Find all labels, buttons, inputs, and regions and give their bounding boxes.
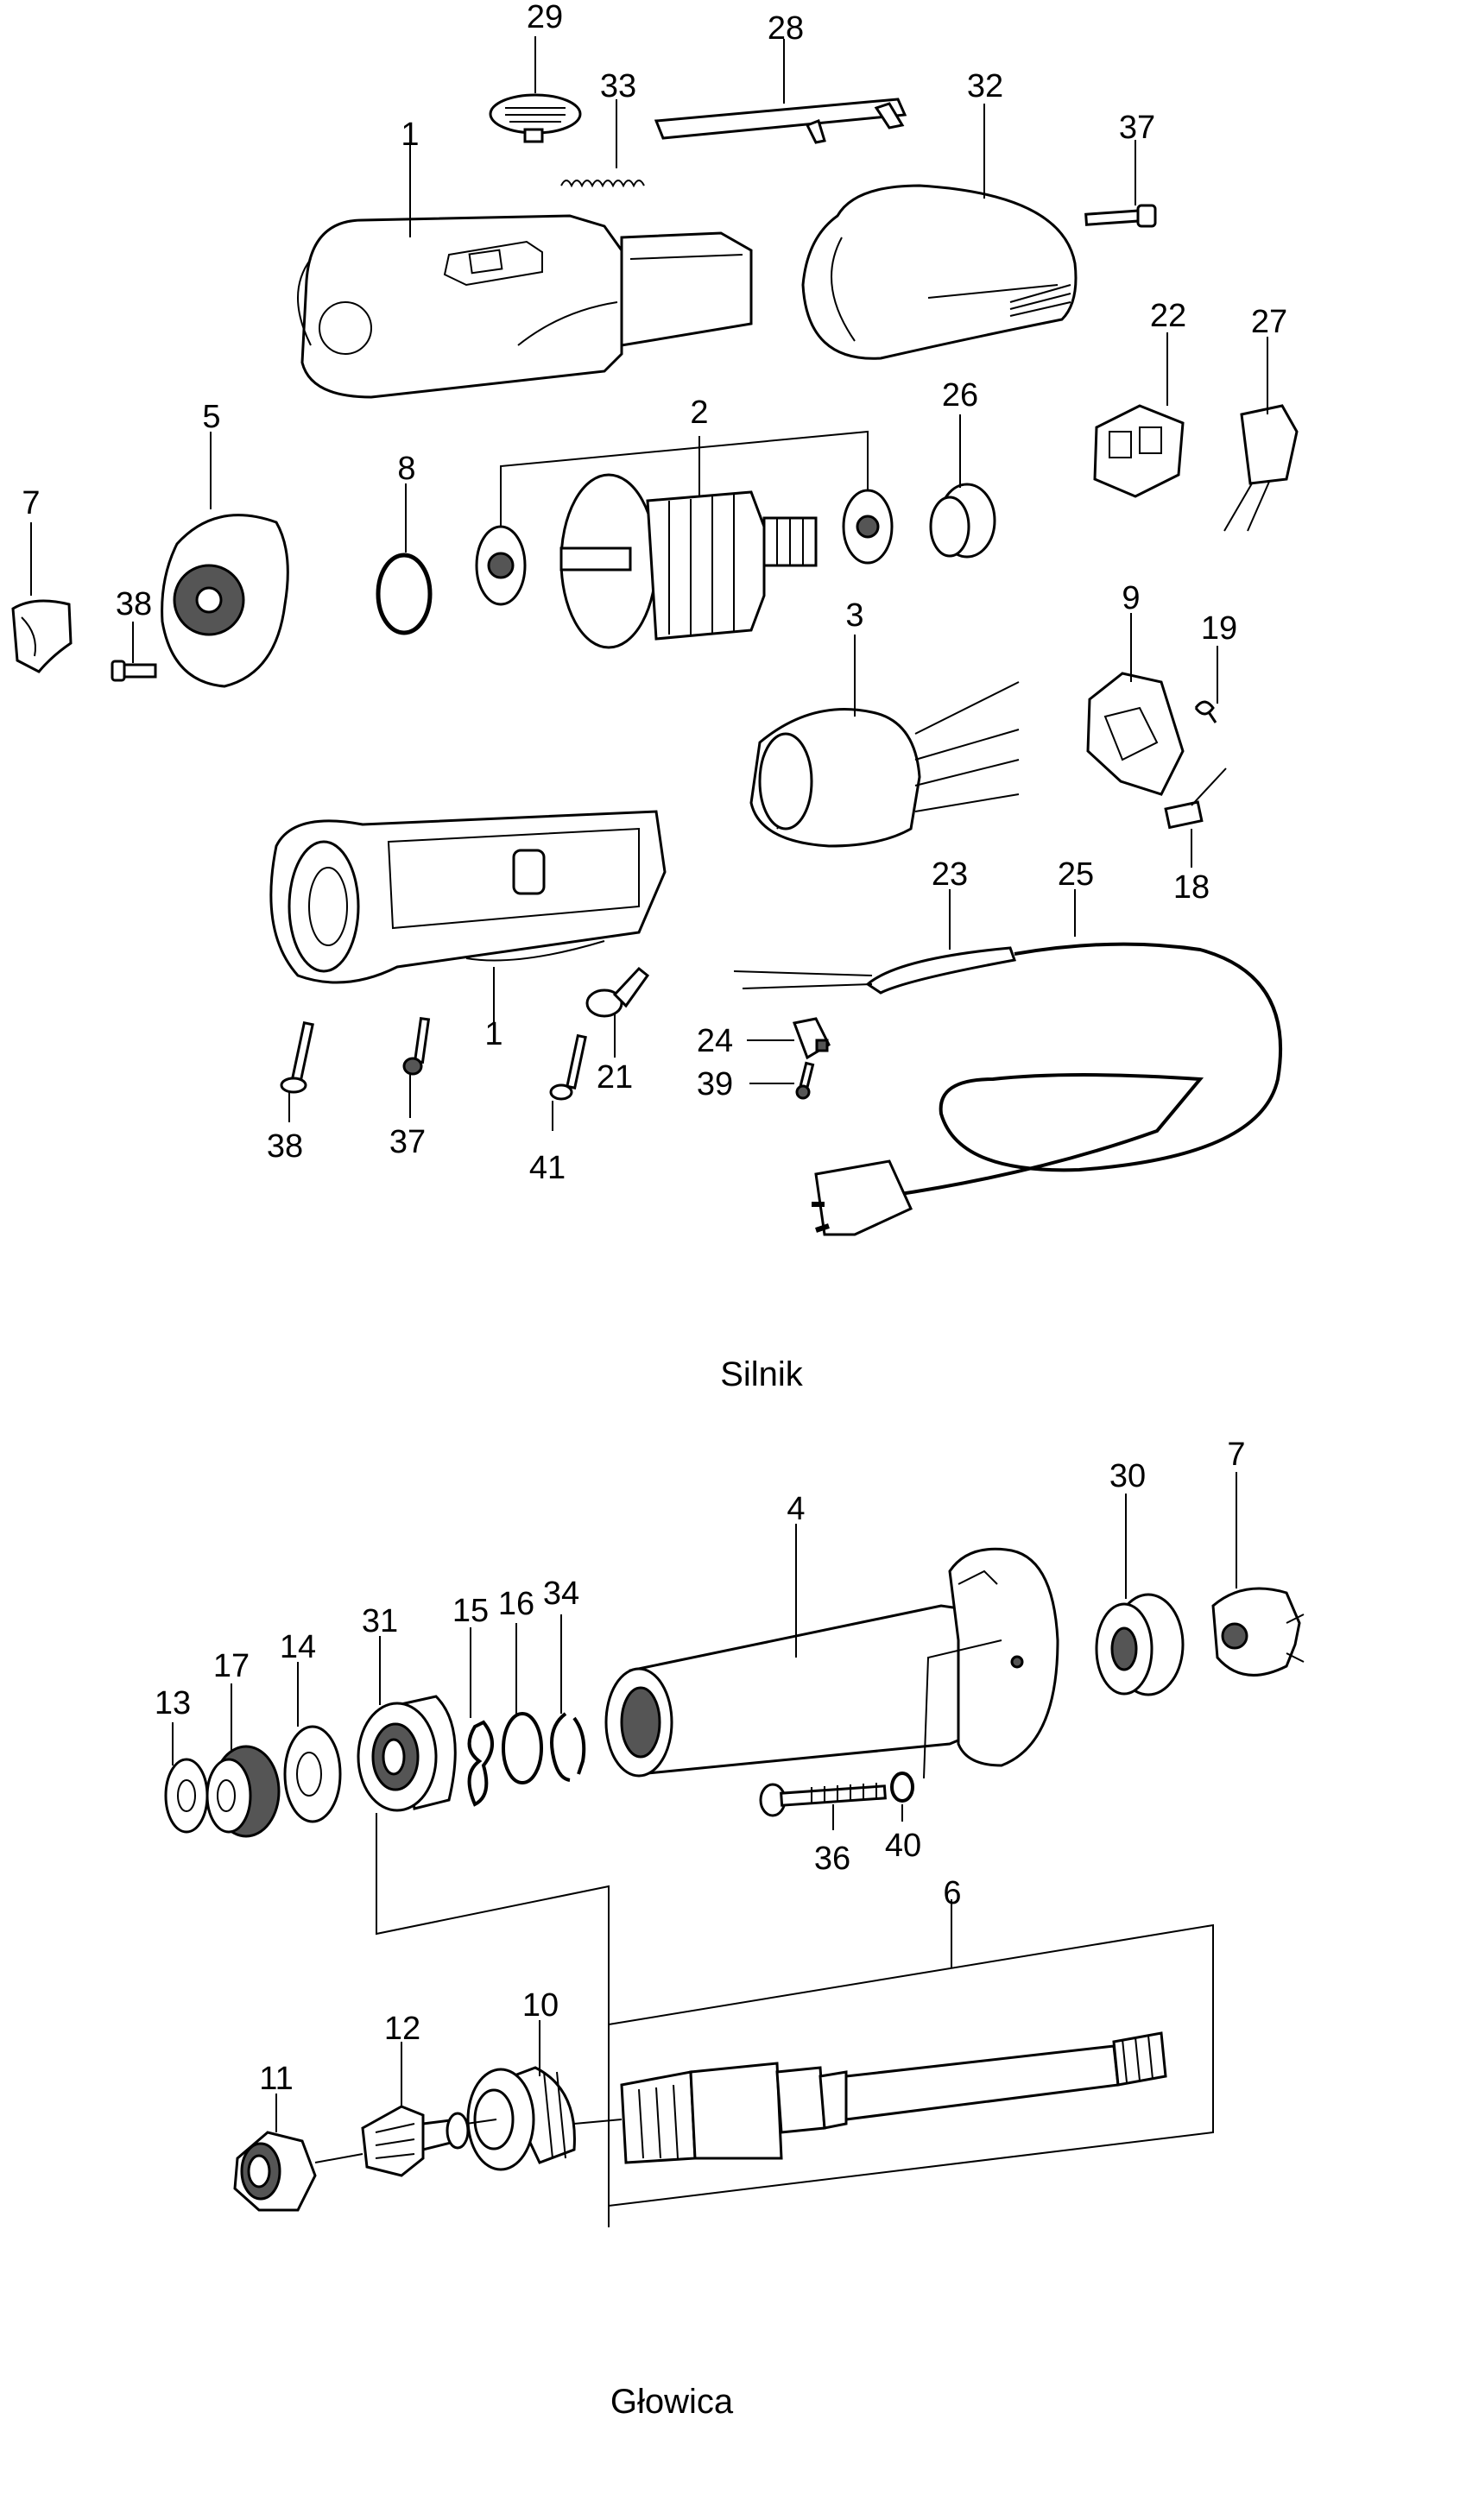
label-26: 26 <box>942 377 978 414</box>
label-38-bottom: 38 <box>267 1128 303 1165</box>
label-12: 12 <box>384 2011 420 2047</box>
label-34: 34 <box>543 1576 579 1612</box>
label-19: 19 <box>1201 610 1237 647</box>
part-3-stator <box>749 681 1020 848</box>
part-36-long-screw <box>759 1783 887 1817</box>
label-21: 21 <box>597 1059 633 1096</box>
label-40: 40 <box>885 1828 921 1864</box>
part-32-housing-cover <box>801 184 1078 360</box>
part-19-spring-clip <box>1194 700 1217 723</box>
part-4-gear-housing <box>604 1547 1059 1778</box>
label-38-top: 38 <box>116 586 152 622</box>
part-7-clip-top <box>11 599 73 673</box>
part-30-bearing <box>1095 1593 1185 1696</box>
label-36: 36 <box>814 1841 850 1877</box>
head-caption: Głowica <box>610 2383 734 2421</box>
label-5: 5 <box>202 399 220 435</box>
motor-section: 29 28 33 1 <box>11 0 1299 1393</box>
label-22: 22 <box>1150 298 1186 334</box>
part-16-ring <box>502 1712 543 1784</box>
label-28: 28 <box>768 10 804 47</box>
label-33: 33 <box>600 68 636 104</box>
part-13-washer <box>164 1758 209 1834</box>
label-16: 16 <box>498 1586 534 1622</box>
part-27-capacitor <box>1223 404 1299 532</box>
part-22-switch <box>1093 404 1185 498</box>
label-32: 32 <box>967 68 1003 104</box>
label-39: 39 <box>697 1066 733 1102</box>
part-12-collet <box>361 2105 470 2177</box>
label-11: 11 <box>259 2061 293 2097</box>
part-41-screw <box>549 1033 587 1101</box>
part-10-threaded-flange <box>466 2066 576 2171</box>
part-23-cable-sleeve <box>733 946 1017 995</box>
part-31-bearing <box>357 1695 457 1812</box>
part-2-armature <box>475 473 894 649</box>
label-9: 9 <box>1122 580 1140 616</box>
part-25-power-cord <box>812 942 1283 1236</box>
label-14: 14 <box>280 1629 316 1665</box>
label-17: 17 <box>213 1648 250 1684</box>
part-1-motor-housing <box>297 214 753 399</box>
part-24-clamp <box>792 1017 831 1060</box>
part-17-grinding-stone <box>205 1745 281 1838</box>
label-24: 24 <box>697 1023 733 1059</box>
part-39-screw <box>795 1061 815 1100</box>
label-29: 29 <box>527 0 563 35</box>
label-8: 8 <box>397 451 415 487</box>
part-9-brush-holder <box>1086 672 1185 796</box>
part-29-switch-button <box>489 93 582 143</box>
part-34-snap-ring <box>550 1712 586 1782</box>
label-41: 41 <box>529 1150 566 1186</box>
part-14-washer <box>283 1725 342 1823</box>
part-18-carbon-brush <box>1164 767 1227 830</box>
label-31: 31 <box>362 1603 398 1639</box>
label-6: 6 <box>943 1875 961 1911</box>
label-25: 25 <box>1058 856 1094 893</box>
part-37-screw-top <box>1084 204 1157 228</box>
label-13: 13 <box>155 1685 191 1721</box>
label-7-top: 7 <box>22 485 40 521</box>
part-37-screw-bottom <box>402 1016 431 1076</box>
part-38-screw-bottom <box>280 1020 314 1094</box>
part-40-lock-washer <box>890 1772 914 1803</box>
part-26-bushing <box>929 483 996 559</box>
label-27: 27 <box>1251 304 1287 340</box>
part-33-spring <box>560 180 645 188</box>
part-6-spindle <box>620 2031 1167 2164</box>
part-5-bearing-cover <box>161 514 289 688</box>
label-37-top: 37 <box>1119 110 1155 146</box>
part-8-o-ring <box>376 553 433 635</box>
label-3: 3 <box>845 597 863 634</box>
label-15: 15 <box>452 1593 489 1629</box>
label-30: 30 <box>1109 1458 1146 1494</box>
label-1-top: 1 <box>401 117 419 153</box>
part-1-housing-rear <box>269 810 667 984</box>
part-38-screw-top <box>111 660 157 682</box>
label-4: 4 <box>787 1491 805 1527</box>
label-2: 2 <box>690 395 708 431</box>
label-10: 10 <box>522 1987 559 2024</box>
part-28-switch-bar <box>654 98 907 144</box>
head-section: 30 7 4 13 <box>155 1437 1305 2421</box>
part-15-circlip <box>467 1720 494 1807</box>
motor-caption: Silnik <box>720 1355 804 1393</box>
label-37-bottom: 37 <box>389 1124 426 1160</box>
part-11-nut <box>233 2131 317 2212</box>
part-7-clip-bottom <box>1211 1587 1305 1677</box>
label-7-bottom: 7 <box>1227 1437 1245 1473</box>
label-1-bottom: 1 <box>484 1016 502 1052</box>
label-23: 23 <box>932 856 968 893</box>
label-18: 18 <box>1173 869 1210 906</box>
part-21-cable-clamp <box>585 966 650 1018</box>
